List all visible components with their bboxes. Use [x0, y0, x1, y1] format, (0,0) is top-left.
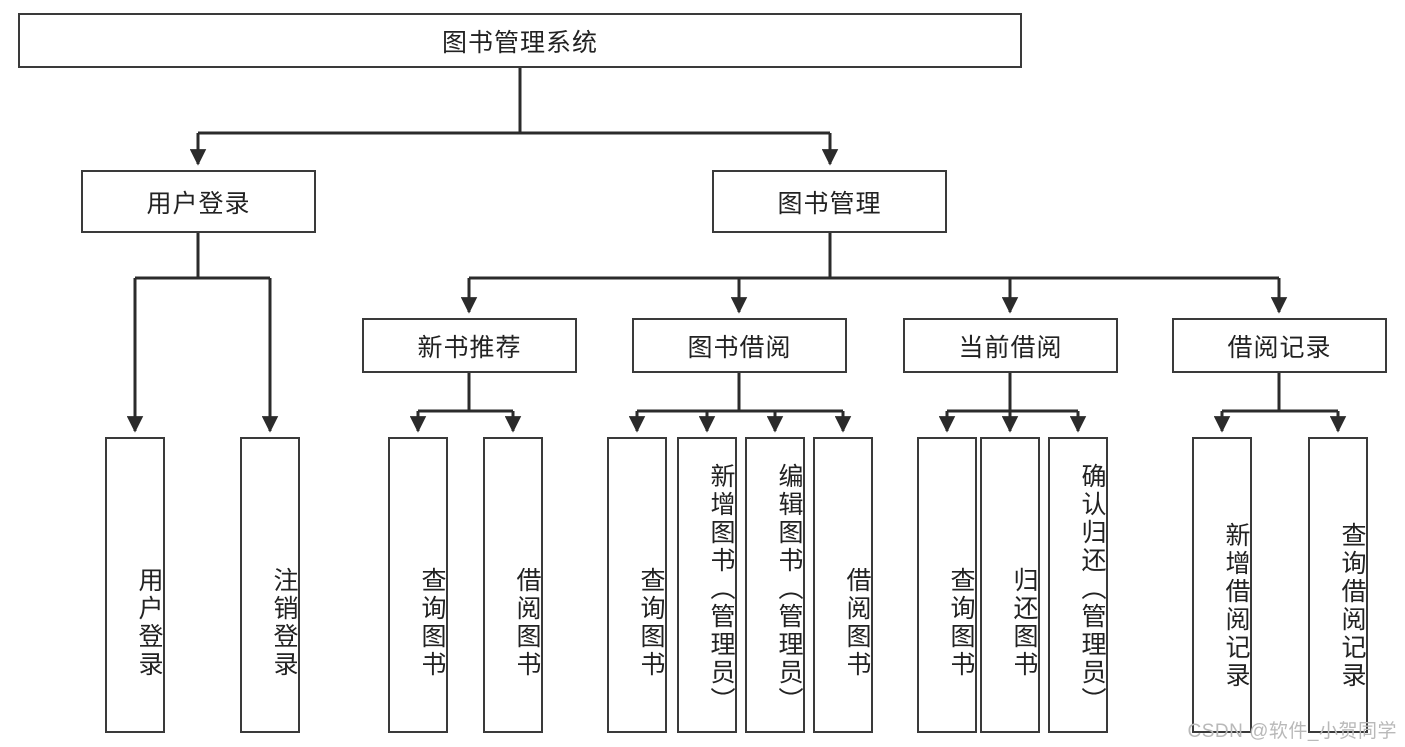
leaf-borrow-book[interactable]: 借阅图书 — [813, 437, 873, 733]
leaf-query-borrow-record[interactable]: 查询借阅记录 — [1308, 437, 1368, 733]
node-new-book-recommend[interactable]: 新书推荐 — [362, 318, 577, 373]
node-label: 用户登录 — [135, 567, 163, 679]
csdn-watermark: CSDN @软件_小贺同学 — [1187, 721, 1397, 742]
node-label: 确认归还（管理员） — [1078, 463, 1106, 715]
node-label: 归还图书 — [1010, 567, 1038, 679]
node-borrow-record[interactable]: 借阅记录 — [1172, 318, 1387, 373]
leaf-return-book[interactable]: 归还图书 — [980, 437, 1040, 733]
node-label: 用户登录 — [146, 189, 251, 218]
leaf-query-book-recommend[interactable]: 查询图书 — [388, 437, 448, 733]
node-label: 新增图书（管理员） — [707, 463, 735, 715]
leaf-edit-book-admin[interactable]: 编辑图书（管理员） — [745, 437, 805, 733]
node-label: 借阅图书 — [843, 567, 871, 679]
node-label: 当前借阅 — [958, 333, 1063, 362]
node-label: 查询图书 — [637, 567, 665, 679]
node-label: 图书管理系统 — [441, 28, 598, 57]
node-label: 借阅图书 — [513, 567, 541, 679]
node-user-login[interactable]: 用户登录 — [81, 170, 316, 233]
node-label: 编辑图书（管理员） — [775, 463, 803, 715]
node-label: 查询图书 — [418, 567, 446, 679]
node-label: 图书借阅 — [687, 333, 792, 362]
leaf-user-login[interactable]: 用户登录 — [105, 437, 165, 733]
node-label: 注销登录 — [270, 567, 298, 679]
node-label: 图书管理 — [777, 189, 882, 218]
node-label: 新增借阅记录 — [1222, 522, 1250, 690]
leaf-add-book-admin[interactable]: 新增图书（管理员） — [677, 437, 737, 733]
leaf-query-book-current[interactable]: 查询图书 — [917, 437, 977, 733]
node-current-borrow[interactable]: 当前借阅 — [903, 318, 1118, 373]
node-book-management[interactable]: 图书管理 — [712, 170, 947, 233]
node-label: 查询借阅记录 — [1338, 522, 1366, 690]
leaf-logout-login[interactable]: 注销登录 — [240, 437, 300, 733]
leaf-add-borrow-record[interactable]: 新增借阅记录 — [1192, 437, 1252, 733]
leaf-borrow-book-recommend[interactable]: 借阅图书 — [483, 437, 543, 733]
leaf-confirm-return-admin[interactable]: 确认归还（管理员） — [1048, 437, 1108, 733]
node-label: 借阅记录 — [1227, 333, 1332, 362]
node-label: 查询图书 — [947, 567, 975, 679]
node-book-borrow[interactable]: 图书借阅 — [632, 318, 847, 373]
node-label: 新书推荐 — [417, 333, 522, 362]
node-root-system[interactable]: 图书管理系统 — [18, 13, 1022, 68]
leaf-query-book-borrow[interactable]: 查询图书 — [607, 437, 667, 733]
